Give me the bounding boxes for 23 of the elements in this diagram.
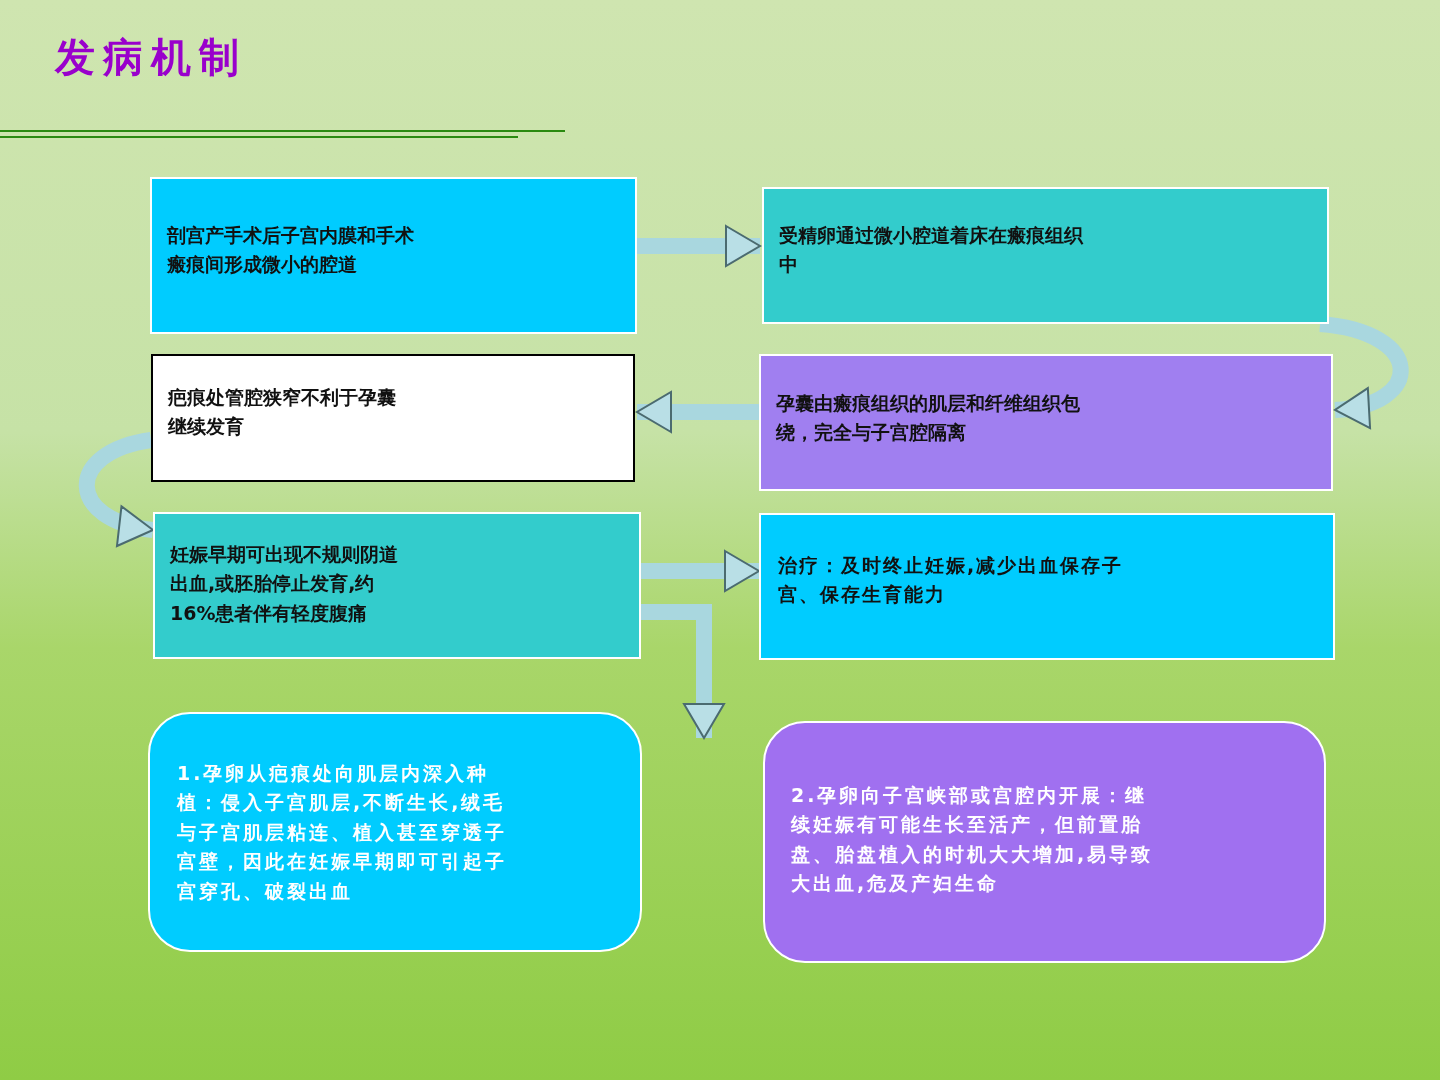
title: 发病机制 bbox=[55, 32, 247, 82]
box-text: 剖宫产手术后子宫内膜和手术瘢痕间形成微小的腔道 bbox=[167, 223, 415, 278]
box-text: 疤痕处管腔狭窄不利于孕囊继续发育 bbox=[168, 385, 397, 440]
block-arrow bbox=[636, 391, 759, 433]
block-arrow bbox=[641, 604, 725, 739]
box-text: 受精卵通过微小腔道着床在瘢痕组织中 bbox=[779, 223, 1085, 278]
process-box bbox=[153, 512, 641, 659]
box-text: 治疗：及时终止妊娠,减少出血保存子宫、保存生育能力 bbox=[778, 553, 1125, 608]
rounded-box bbox=[763, 721, 1326, 963]
box-text: 2.孕卵向子宫峡部或宫腔内开展：继续妊娠有可能生长至活产，但前置胎盘、胎盘植入的时机大大增加,易导致大出血,危及产妇生命 bbox=[791, 783, 1155, 897]
process-box bbox=[151, 354, 635, 482]
box-text: 孕囊由瘢痕组织的肌层和纤维组织包绕，完全与子宫腔隔离 bbox=[776, 391, 1081, 446]
process-box bbox=[759, 513, 1335, 660]
rounded-box bbox=[148, 712, 642, 952]
box-text: 妊娠早期可出现不规则阴道出血,或胚胎停止发育,约16%患者伴有轻度腹痛 bbox=[170, 542, 399, 626]
process-box bbox=[762, 187, 1329, 324]
block-arrow bbox=[641, 550, 760, 592]
block-arrow bbox=[1318, 316, 1409, 427]
block-arrow bbox=[78, 432, 155, 545]
block-arrow bbox=[637, 225, 761, 267]
process-box bbox=[150, 177, 637, 334]
process-box bbox=[759, 354, 1333, 491]
box-text: 1.孕卵从疤痕处向肌层内深入种植：侵入子宫肌层,不断生长,绒毛与子宫肌层粘连、植入甚至穿透子宫壁，因此在妊娠早期即可引起子宫穿孔、破裂出血 bbox=[177, 761, 508, 904]
